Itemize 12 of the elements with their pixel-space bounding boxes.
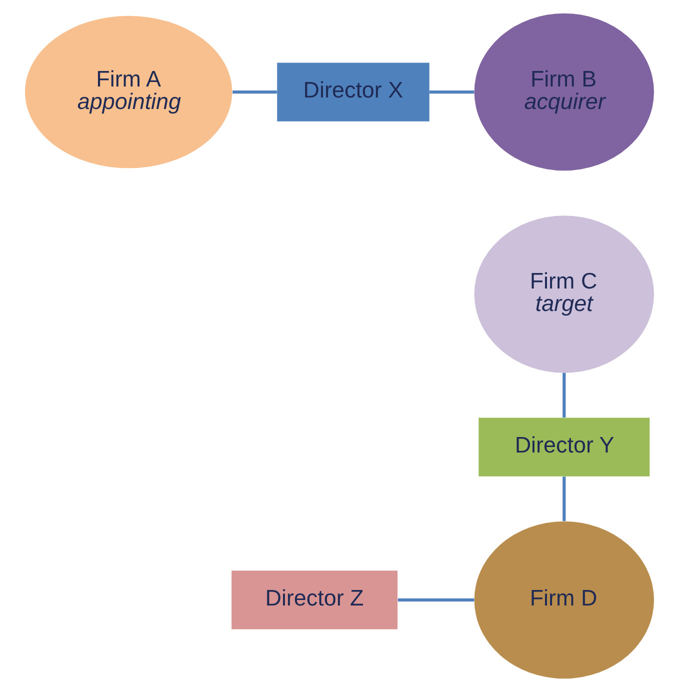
connector: [562, 476, 566, 522]
node-ellipse: Firm C target: [474, 216, 654, 373]
connector: [398, 598, 474, 602]
connector: [429, 90, 474, 94]
node-box: Director X: [277, 62, 430, 122]
node-box: Director Z: [232, 570, 398, 630]
node-box: Director Y: [478, 418, 650, 476]
node-ellipse: Firm D: [474, 521, 654, 679]
connector: [232, 90, 277, 94]
connector: [562, 372, 566, 418]
node-ellipse: Firm A appointing: [25, 16, 232, 168]
node-ellipse: Firm B acquirer: [474, 13, 654, 171]
